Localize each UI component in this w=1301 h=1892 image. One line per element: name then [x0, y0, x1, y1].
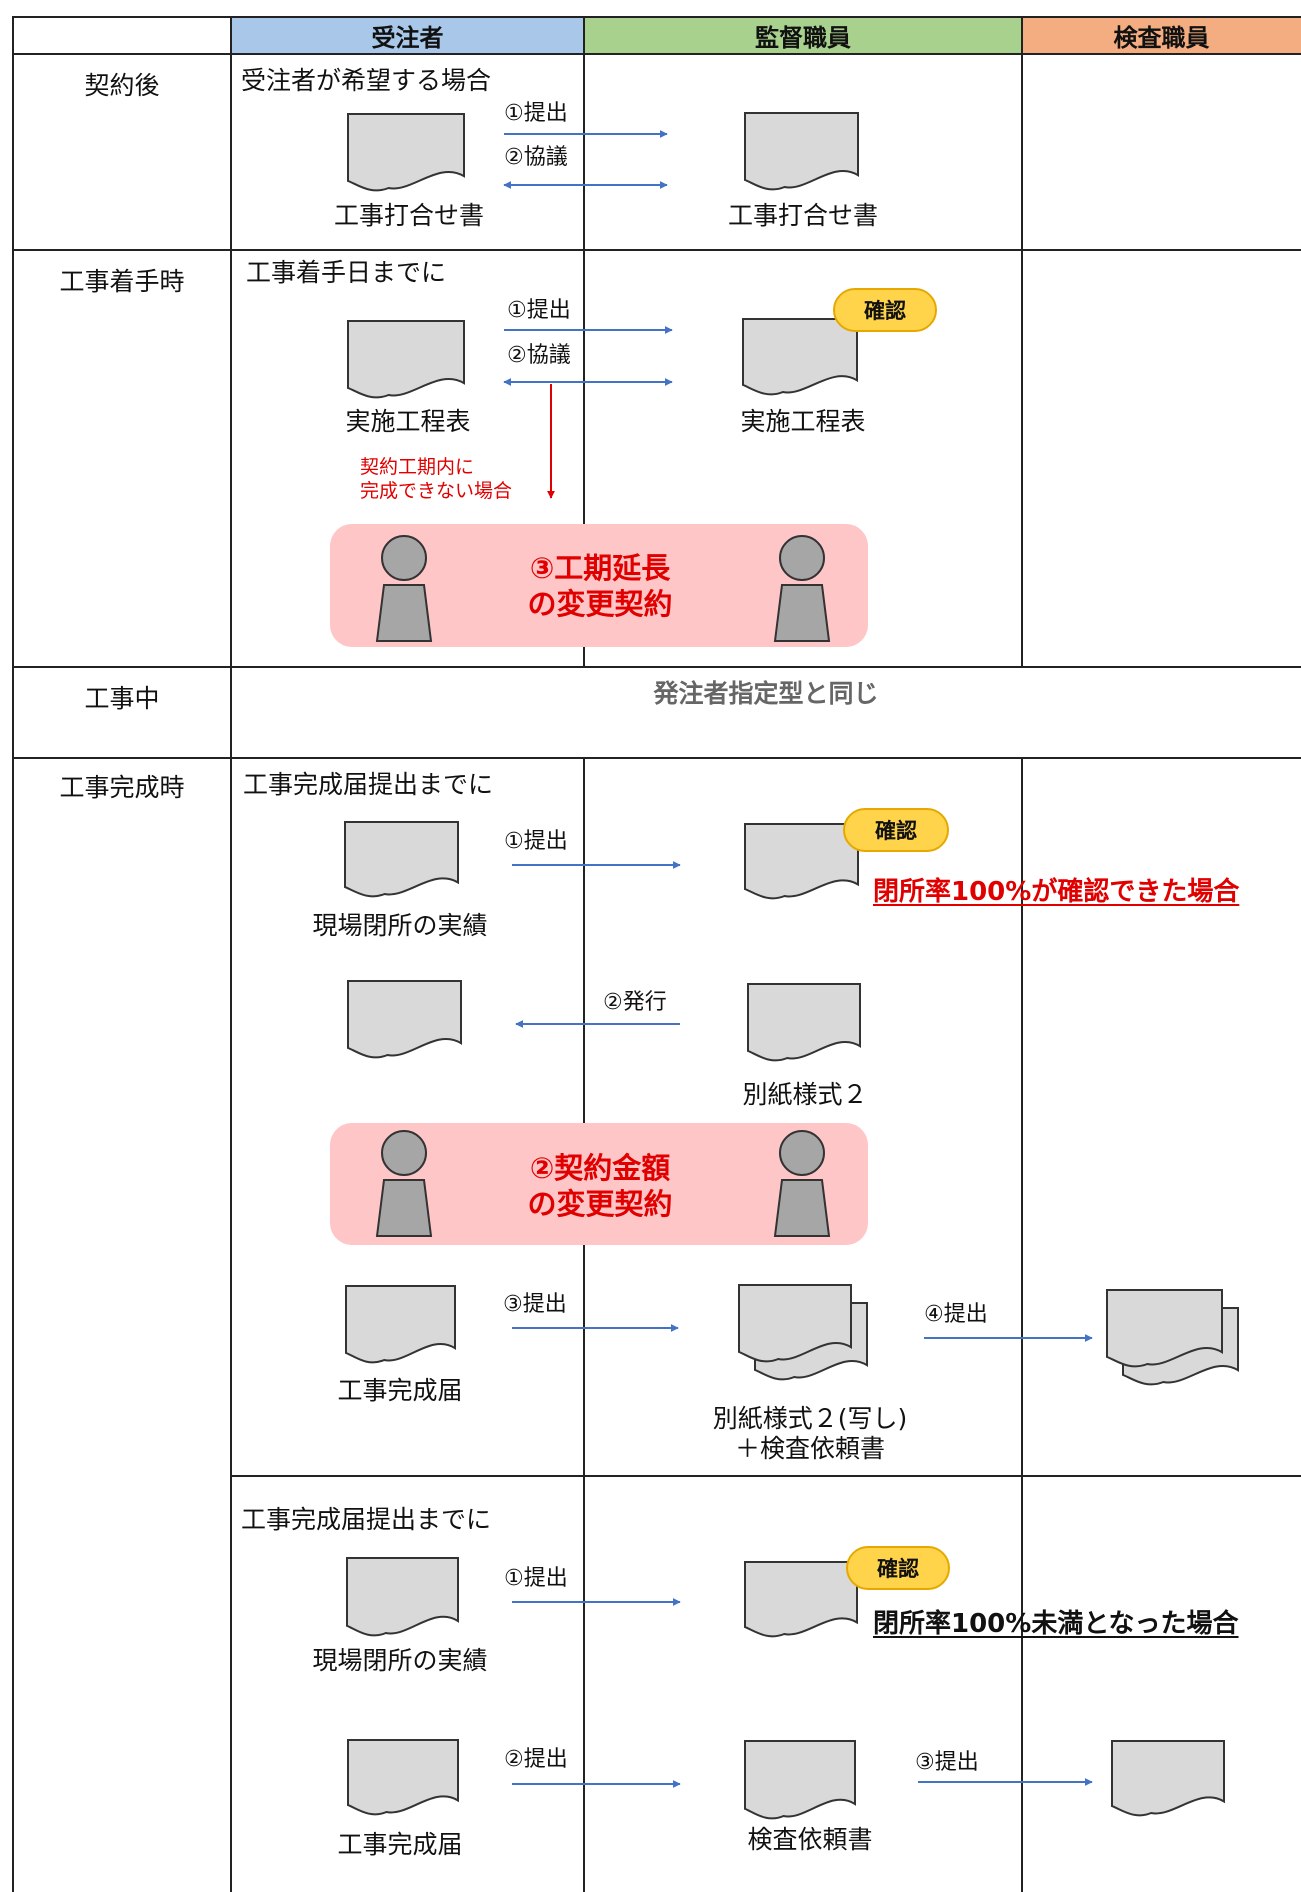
document-icon [744, 1740, 856, 1820]
banner-line: の変更契約 [527, 1187, 673, 1222]
closure-confirmed-text: 閉所率100%が確認できた場合 [873, 877, 1240, 907]
step-label: ④提出 [924, 1302, 988, 1327]
grid-line [1021, 757, 1023, 1892]
grid-line [12, 16, 14, 1892]
amount-change-text: ②契約金額 の変更契約 [470, 1150, 730, 1223]
document-icon [742, 318, 858, 396]
confirm-badge: 確認 [843, 808, 949, 852]
grid-line [1021, 16, 1023, 666]
step-label: ①提出 [504, 829, 568, 854]
step-label: ②発行 [603, 990, 667, 1015]
document-icon [347, 1739, 459, 1816]
document-stack-icon [738, 1284, 868, 1381]
header-contractor: 受注者 [231, 17, 584, 53]
document-label: 検査依頼書 [747, 1825, 873, 1854]
document-icon [347, 320, 465, 399]
step-label: ②協議 [504, 145, 568, 170]
confirm-badge: 確認 [846, 1546, 950, 1590]
same-as-note: 発注者指定型と同じ [653, 679, 879, 708]
document-icon [344, 821, 459, 898]
grid-line [583, 757, 585, 1892]
condition-text: 受注者が希望する場合 [241, 66, 492, 95]
note-line: 契約工期内に [360, 456, 475, 478]
document-icon [744, 823, 859, 900]
document-icon [747, 983, 861, 1062]
document-label: 現場閉所の実績 [312, 911, 488, 940]
header-supervisor: 監督職員 [584, 17, 1022, 53]
grid-line [12, 757, 1301, 759]
grid-line [583, 16, 585, 666]
document-label-line: 別紙様式２(写し) [712, 1404, 908, 1433]
document-icon [347, 980, 462, 1059]
document-label: 現場閉所の実績 [312, 1646, 488, 1675]
document-stack-icon [1106, 1289, 1239, 1386]
condition-text: 工事完成届提出までに [243, 770, 494, 799]
document-icon [744, 1561, 858, 1638]
document-icon [1111, 1740, 1225, 1817]
closure-below-text: 閉所率100%未満となった場合 [873, 1609, 1239, 1639]
grid-line [231, 1475, 1301, 1477]
document-label: 別紙様式２ [742, 1080, 868, 1109]
banner-line: ③工期延長 [529, 551, 671, 585]
document-label: 工事打合せ書 [727, 201, 878, 230]
delay-condition-note: 契約工期内に 完成できない場合 [360, 456, 512, 504]
condition-text: 工事完成届提出までに [241, 1505, 492, 1534]
row-label-completion: 工事完成時 [59, 773, 185, 802]
step-label: ②提出 [504, 1747, 568, 1772]
document-icon [346, 1557, 459, 1637]
header-inspector: 検査職員 [1022, 17, 1301, 53]
row-label-during: 工事中 [84, 684, 160, 713]
step-label: ①提出 [504, 101, 568, 126]
grid-line [230, 16, 232, 1892]
document-label: 工事完成届 [337, 1830, 463, 1859]
person-icon [375, 1130, 433, 1237]
document-label-line: ＋検査依頼書 [734, 1434, 885, 1463]
grid-line [12, 53, 1301, 55]
banner-line: の変更契約 [527, 587, 673, 622]
row-label-after-contract: 契約後 [84, 71, 160, 100]
document-icon [347, 113, 465, 192]
banner-line: ②契約金額 [529, 1151, 671, 1185]
document-label: 実施工程表 [345, 407, 471, 436]
grid-line [12, 16, 1301, 18]
person-icon [773, 1130, 831, 1237]
grid-line [12, 249, 1301, 251]
person-icon [375, 535, 433, 642]
step-label: ③提出 [915, 1750, 979, 1775]
grid-line [12, 666, 1301, 668]
document-label: 別紙様式２(写し) ＋検査依頼書 [660, 1404, 960, 1464]
document-label: 実施工程表 [740, 407, 866, 436]
step-label: ①提出 [504, 1566, 568, 1591]
condition-text: 工事着手日までに [246, 258, 447, 287]
document-label: 工事完成届 [337, 1376, 463, 1405]
document-icon [744, 112, 859, 191]
step-label: ①提出 [507, 298, 571, 323]
row-label-start: 工事着手時 [59, 267, 185, 296]
person-icon [773, 535, 831, 642]
document-label: 工事打合せ書 [333, 201, 484, 230]
document-icon [345, 1285, 456, 1364]
step-label: ③提出 [503, 1292, 567, 1317]
note-line: 完成できない場合 [360, 479, 513, 502]
schedule-extension-text: ③工期延長 の変更契約 [470, 550, 730, 623]
step-label: ②協議 [507, 343, 571, 368]
confirm-badge: 確認 [833, 288, 937, 332]
